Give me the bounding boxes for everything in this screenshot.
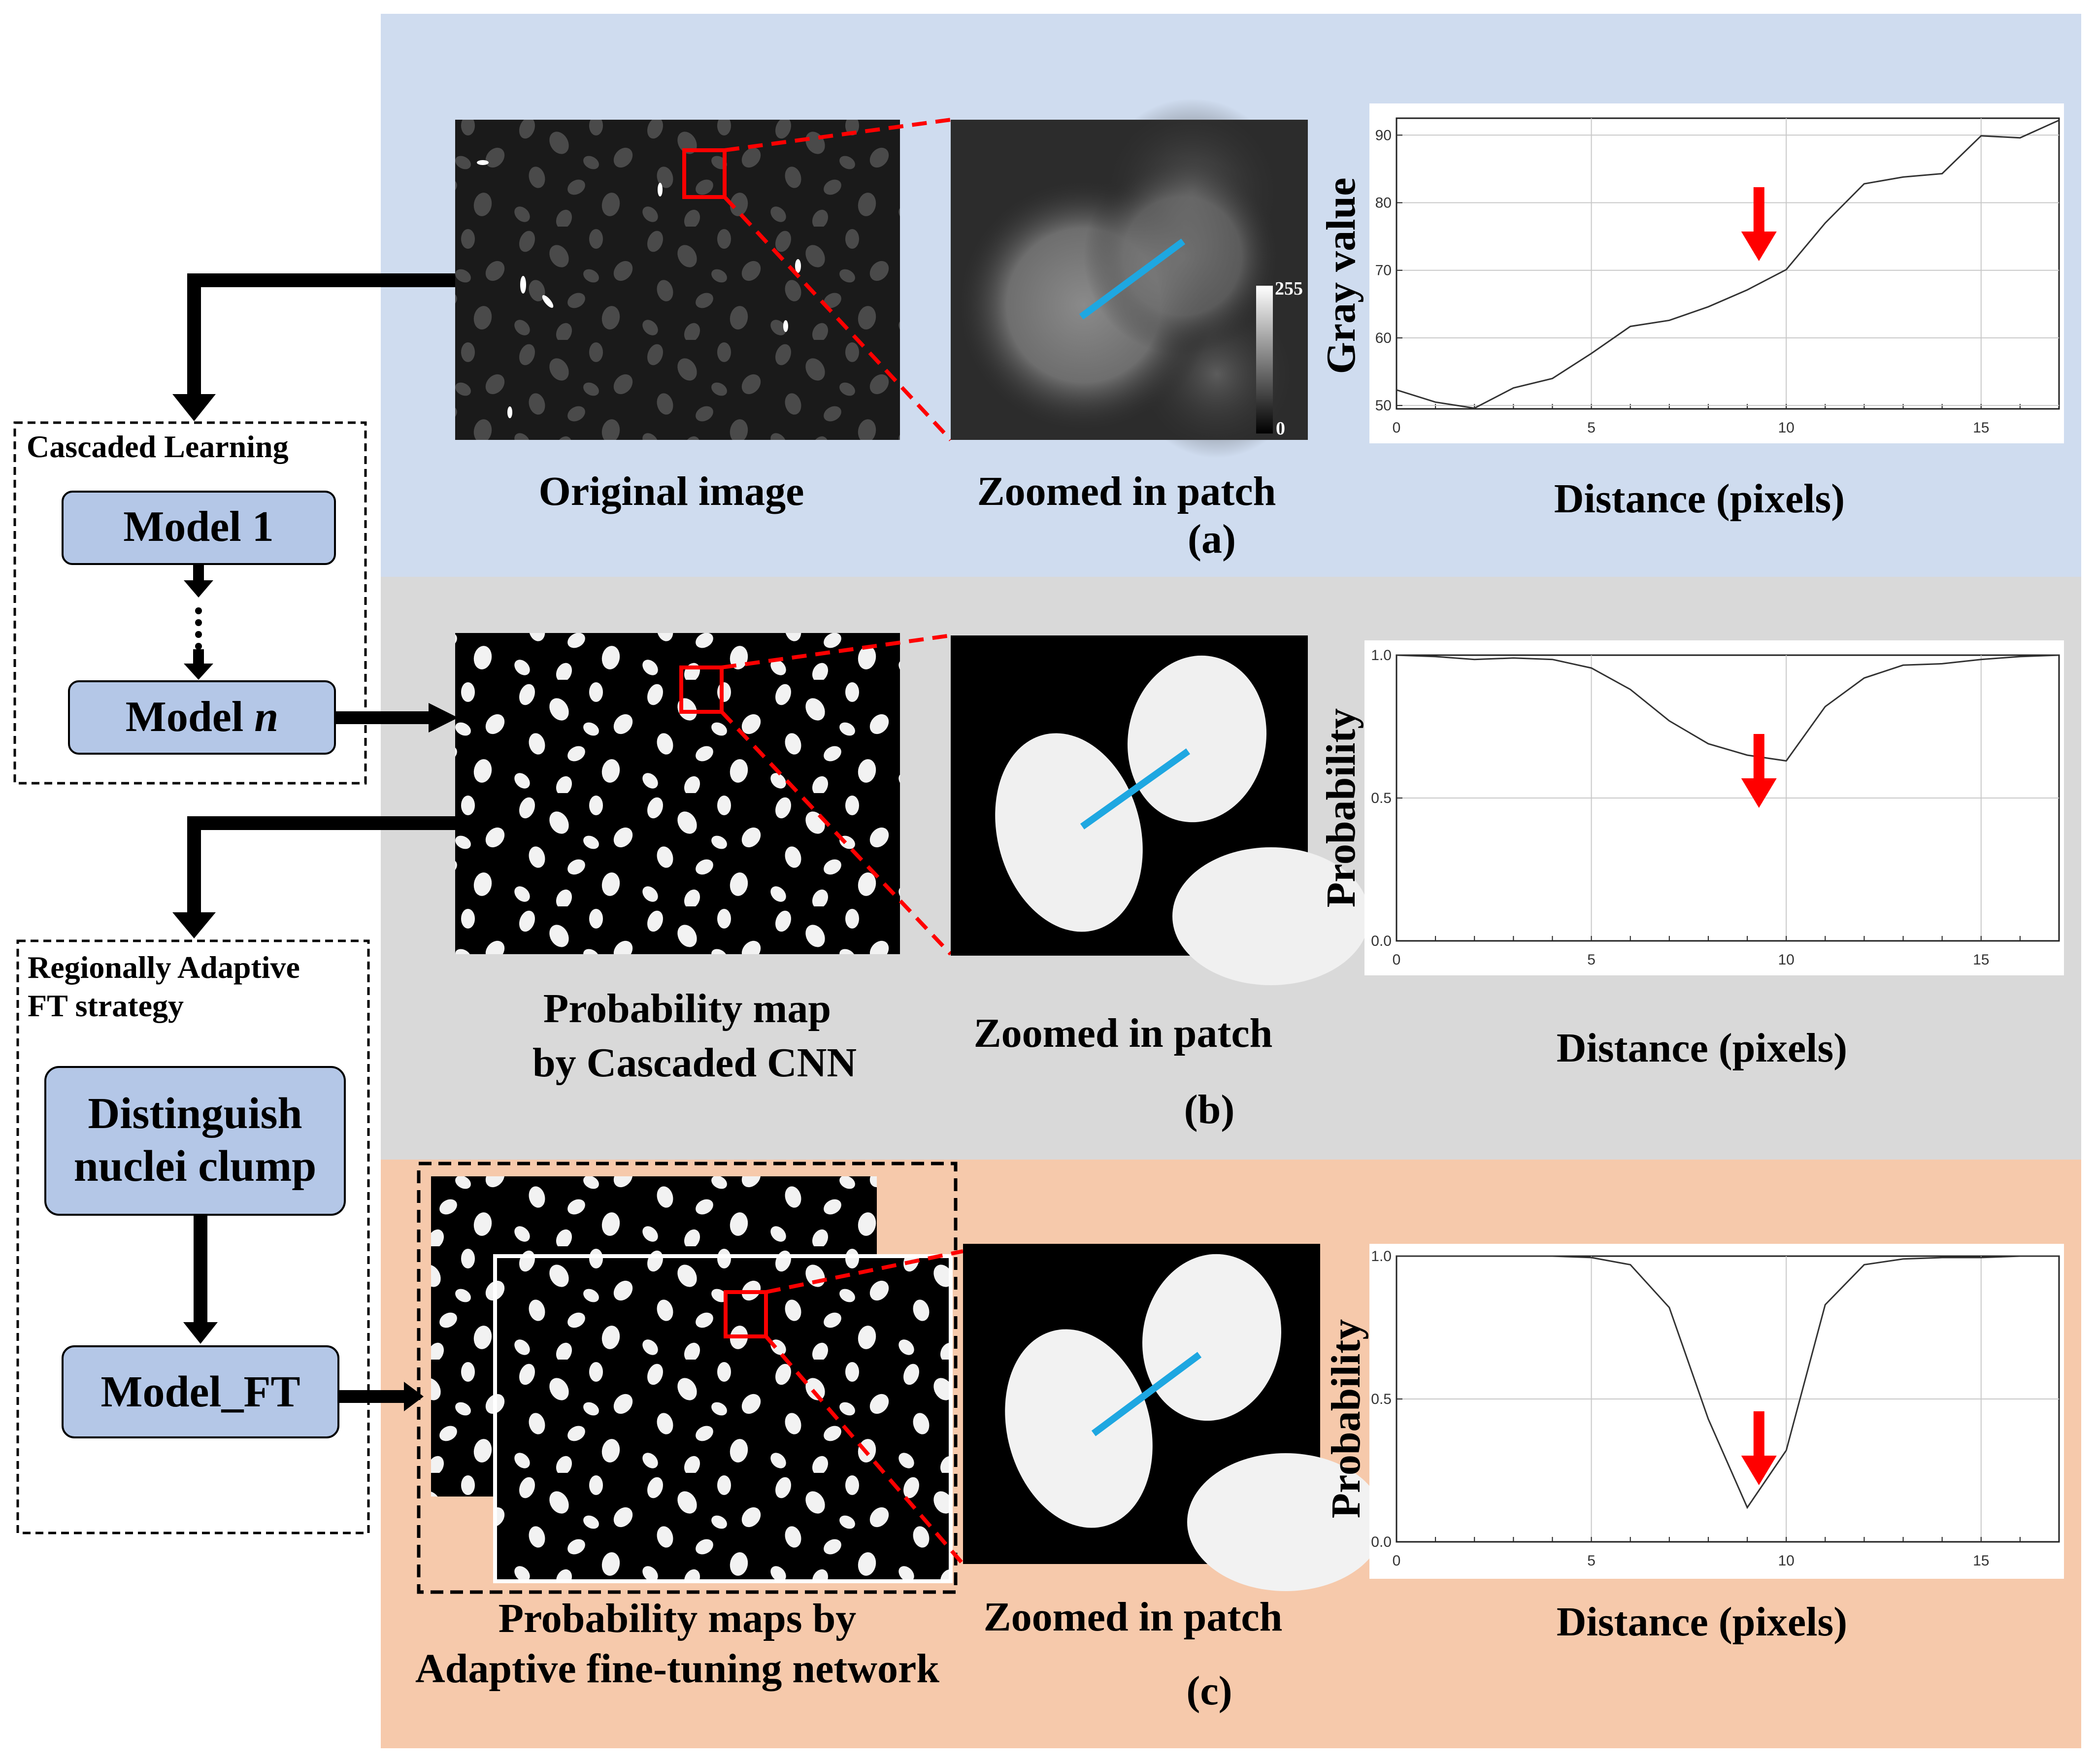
red-arrow-head bbox=[1741, 1456, 1777, 1485]
zoomed-patch-b bbox=[951, 635, 1369, 985]
caption-probmap-b-line2: by Cascaded CNN bbox=[532, 1040, 857, 1086]
zoomed-patch-a: 255 0 bbox=[951, 99, 1308, 458]
probmap-to-adaptive-arrow bbox=[172, 816, 456, 938]
x-tick-label: 5 bbox=[1587, 1553, 1596, 1569]
adaptive-ft-title-line2: FT strategy bbox=[28, 988, 184, 1023]
y-tick-label: 1.0 bbox=[1371, 1248, 1392, 1265]
y-tick-label: 0.0 bbox=[1371, 933, 1392, 949]
red-arrow-head bbox=[1741, 778, 1777, 808]
zoom-guide-b-top bbox=[721, 633, 951, 669]
chart-b-xlabel: Distance (pixels) bbox=[1557, 1025, 1847, 1071]
plot-frame bbox=[1396, 117, 2060, 410]
distinguish-label-line2: nuclei clump bbox=[74, 1142, 317, 1191]
panel-c-label: (c) bbox=[1186, 1668, 1232, 1714]
model-n-label: Model n bbox=[126, 693, 278, 741]
caption-zoom-b: Zoomed in patch bbox=[974, 1010, 1273, 1056]
series-line bbox=[1396, 654, 2060, 762]
y-tick-label: 60 bbox=[1375, 330, 1392, 346]
zoom-guide-a-top bbox=[724, 118, 951, 152]
red-arrow-marker bbox=[1741, 187, 1777, 261]
caption-original-image: Original image bbox=[539, 468, 804, 514]
zoom-guide-c-top bbox=[765, 1249, 964, 1294]
model-1-label: Model 1 bbox=[123, 503, 274, 551]
caption-probmaps-c-line2: Adaptive fine-tuning network bbox=[415, 1646, 939, 1692]
chart-b: 0 5 10 15 0.0 0.5 1.0 Probability Distance (pi… bbox=[1318, 640, 2064, 1071]
caption-zoom-a: Zoomed in patch bbox=[977, 468, 1276, 514]
chart-a-ylabel: Gray value bbox=[1318, 178, 1364, 374]
chart-b-ylabel: Probability bbox=[1318, 708, 1364, 908]
chart-c-plot: 0 5 10 15 0.0 0.5 1.0 bbox=[1371, 1248, 2060, 1569]
y-tick-label: 50 bbox=[1375, 398, 1392, 414]
caption-probmap-b-line1: Probability map bbox=[543, 986, 831, 1032]
x-tick-label: 10 bbox=[1778, 952, 1794, 968]
original-to-cascaded-arrow bbox=[172, 273, 456, 421]
x-tick-label: 5 bbox=[1587, 420, 1596, 436]
colorbar-min: 0 bbox=[1276, 418, 1285, 439]
modeln-to-probmap-arrow bbox=[335, 703, 458, 732]
probability-maps-group bbox=[417, 1162, 958, 1594]
x-tick-label: 10 bbox=[1778, 420, 1794, 436]
probability-map-b bbox=[455, 633, 900, 954]
colorbar-max: 255 bbox=[1275, 278, 1303, 299]
x-tick-label: 0 bbox=[1393, 952, 1401, 968]
cascaded-learning-title: Cascaded Learning bbox=[27, 429, 289, 464]
series-line bbox=[1396, 119, 2060, 409]
zoom-guide-c-bottom bbox=[764, 1335, 965, 1565]
chart-c: 0 5 10 15 0.0 0.5 1.0 Probability Distance (pi… bbox=[1323, 1244, 2064, 1645]
zoom-guide-b-bottom bbox=[720, 710, 952, 956]
y-tick-label: 0.5 bbox=[1371, 1391, 1392, 1407]
panel-b-label: (b) bbox=[1184, 1087, 1235, 1132]
chart-a-plot: 0 5 10 15 50 60 70 80 90 bbox=[1375, 117, 2060, 436]
caption-zoom-c: Zoomed in patch bbox=[984, 1594, 1283, 1640]
x-tick-label: 15 bbox=[1973, 1553, 1989, 1569]
original-image bbox=[455, 120, 900, 440]
distinguish-to-modelft-arrow bbox=[183, 1215, 218, 1344]
y-tick-label: 70 bbox=[1375, 263, 1392, 279]
series-line bbox=[1397, 1255, 2059, 1509]
chart-b-plot: 0 5 10 15 0.0 0.5 1.0 bbox=[1371, 647, 2060, 968]
zoomed-patch-c bbox=[963, 1244, 1384, 1591]
y-tick-label: 0.0 bbox=[1371, 1534, 1392, 1550]
red-arrow-head bbox=[1741, 232, 1777, 261]
x-tick-label: 0 bbox=[1393, 1553, 1401, 1569]
probability-map-c-front bbox=[493, 1254, 953, 1583]
modelft-to-maps-arrow bbox=[338, 1382, 424, 1411]
x-tick-label: 10 bbox=[1778, 1553, 1794, 1569]
x-tick-label: 0 bbox=[1393, 420, 1401, 436]
y-tick-label: 1.0 bbox=[1371, 647, 1392, 664]
red-arrow-shaft bbox=[1753, 734, 1764, 781]
adaptive-ft-group bbox=[16, 939, 370, 1534]
y-tick-label: 80 bbox=[1375, 195, 1392, 211]
model-ft-label: Model_FT bbox=[101, 1367, 300, 1416]
x-tick-label: 15 bbox=[1973, 952, 1989, 968]
red-arrow-marker bbox=[1741, 734, 1777, 808]
x-tick-label: 15 bbox=[1973, 420, 1989, 436]
x-tick-label: 5 bbox=[1587, 952, 1596, 968]
y-tick-label: 90 bbox=[1375, 127, 1392, 143]
chart-a: 0 5 10 15 50 60 70 80 90 Gray value Distance (pi… bbox=[1318, 103, 2064, 522]
panel-a-label: (a) bbox=[1188, 516, 1236, 562]
caption-probmaps-c-line1: Probability maps by bbox=[499, 1596, 857, 1641]
zoom-guide-a-bottom bbox=[723, 196, 952, 441]
chart-a-xlabel: Distance (pixels) bbox=[1554, 476, 1845, 522]
adaptive-ft-title-line1: Regionally Adaptive bbox=[28, 950, 300, 985]
red-arrow-shaft bbox=[1753, 187, 1764, 234]
colorbar bbox=[1256, 286, 1273, 433]
y-tick-label: 0.5 bbox=[1371, 790, 1392, 806]
model-sequence-ellipsis bbox=[184, 564, 213, 680]
distinguish-label-line1: Distinguish bbox=[88, 1089, 302, 1138]
chart-c-xlabel: Distance (pixels) bbox=[1557, 1599, 1847, 1645]
chart-c-ylabel: Probability bbox=[1323, 1319, 1369, 1519]
red-arrow-shaft bbox=[1753, 1411, 1764, 1458]
red-arrow-marker bbox=[1741, 1411, 1777, 1485]
